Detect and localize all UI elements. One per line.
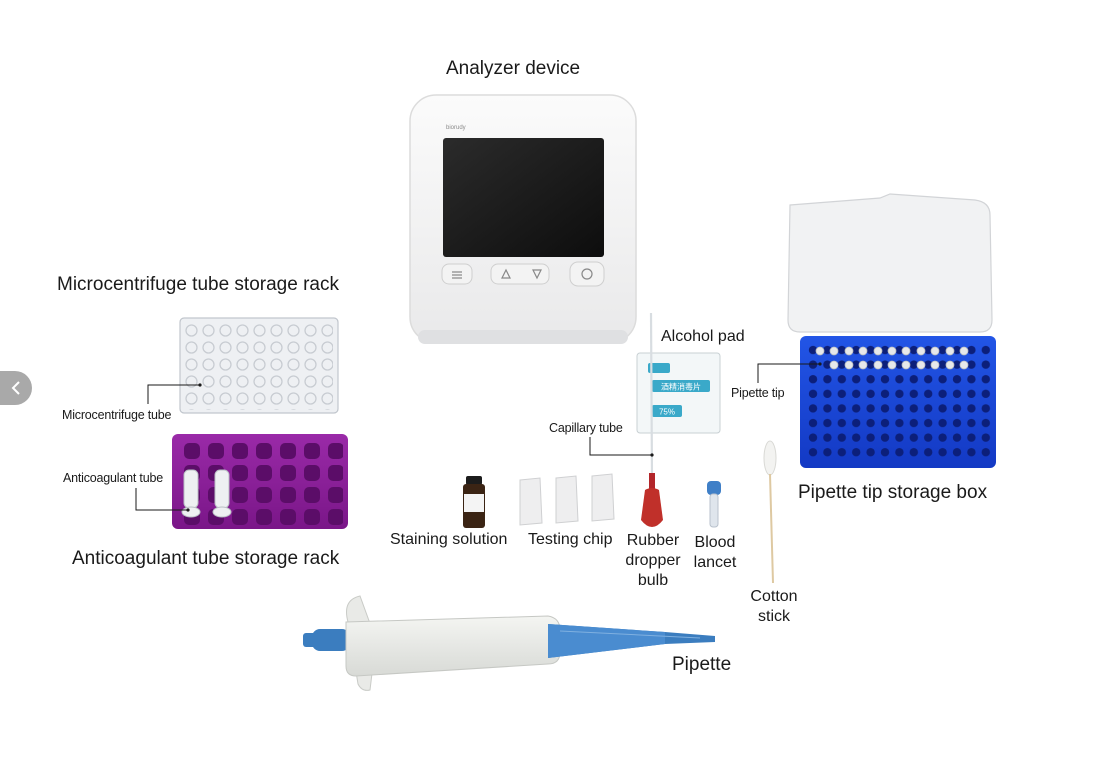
label-cotton-stick: Cotton stick bbox=[750, 588, 798, 625]
label-analyzer-device: Analyzer device bbox=[446, 58, 581, 79]
rubber-dropper-bulb-image bbox=[641, 473, 663, 527]
label-staining-solution: Staining solution bbox=[390, 531, 508, 548]
capillary-tube-image bbox=[649, 312, 654, 479]
label-blood-lancet: Blood lancet bbox=[693, 534, 737, 571]
testing-chip-image bbox=[519, 473, 615, 526]
pipette-image bbox=[303, 595, 715, 691]
alcohol-pad-image: 酒精消毒片 75% bbox=[636, 352, 721, 434]
svg-text:biorudy: biorudy bbox=[446, 125, 466, 131]
cotton-stick-image bbox=[763, 440, 777, 584]
staining-solution-image bbox=[463, 476, 485, 528]
label-anticoagulant-tube: Anticoagulant tube bbox=[63, 471, 163, 485]
label-rubber-dropper-bulb: Rubber dropper bulb bbox=[625, 532, 681, 589]
anticoagulant-rack-image bbox=[172, 434, 348, 529]
blood-lancet-image bbox=[707, 481, 721, 528]
label-pipette: Pipette bbox=[672, 654, 732, 675]
label-testing-chip: Testing chip bbox=[528, 531, 613, 548]
label-microcentrifuge-rack: Microcentrifuge tube storage rack bbox=[57, 274, 339, 295]
svg-text:75%: 75% bbox=[659, 408, 675, 417]
label-pipette-tip: Pipette tip bbox=[731, 386, 785, 400]
analyzer-device-image: biorudy bbox=[409, 94, 637, 344]
label-pipette-tip-box: Pipette tip storage box bbox=[798, 482, 988, 503]
microcentrifuge-rack-image bbox=[179, 317, 339, 414]
label-anticoagulant-rack: Anticoagulant tube storage rack bbox=[72, 548, 340, 569]
leader-lines bbox=[135, 363, 820, 511]
pipette-tip-box-image bbox=[787, 193, 996, 468]
label-alcohol-pad: Alcohol pad bbox=[661, 328, 745, 345]
svg-text:酒精消毒片: 酒精消毒片 bbox=[661, 382, 701, 392]
label-capillary-tube: Capillary tube bbox=[549, 421, 623, 435]
carousel-prev-button[interactable] bbox=[0, 371, 32, 405]
chevron-left-icon bbox=[10, 380, 22, 396]
label-microcentrifuge-tube: Microcentrifuge tube bbox=[62, 408, 172, 422]
